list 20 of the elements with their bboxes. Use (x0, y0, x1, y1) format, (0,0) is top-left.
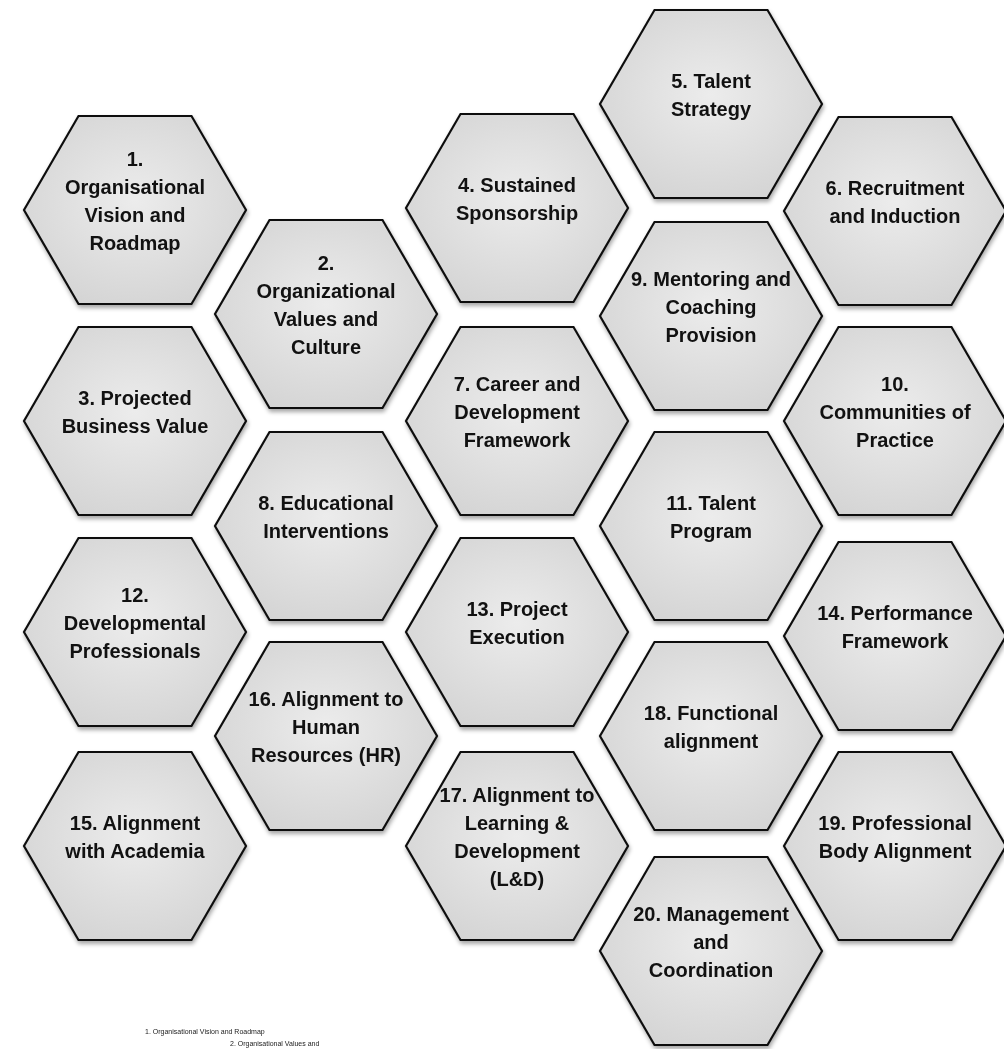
hexagon-label: 7. Career and Development Framework (452, 372, 582, 453)
hexagon-label: 18. Functional alignment (642, 701, 780, 754)
hexagon-label: 17. Alignment to Learning & Development (L&D) (438, 783, 596, 892)
hexagon-label: 15. Alignment with Academia (64, 811, 206, 864)
hexagon-label: 12. Developmental Professionals (62, 583, 208, 664)
hexagon-label: 5. Talent Strategy (670, 69, 752, 122)
hexagon-label: 1. Organisational Vision and Roadmap (64, 147, 206, 256)
hexagon-label: 20. Management and Coordination (632, 902, 790, 983)
hexagon-label: 14. Performance Framework (816, 601, 974, 654)
hexagon-label: 2. Organizational Values and Culture (255, 251, 397, 360)
hexagon-label: 10. Communities of Practice (818, 372, 972, 453)
hexagon-label: 6. Recruitment and Induction (824, 176, 966, 229)
hexagon-label: 11. Talent Program (665, 491, 757, 544)
hexagon-label: 19. Professional Body Alignment (817, 811, 973, 864)
hexagon-label: 3. Projected Business Value (60, 386, 210, 439)
hexagon-label: 8. Educational Interventions (257, 491, 395, 544)
hexagon-label: 13. Project Execution (465, 597, 569, 650)
hexagon-label: 4. Sustained Sponsorship (454, 173, 580, 226)
hexagon-label: 16. Alignment to Human Resources (HR) (247, 687, 405, 768)
hexagon-label: 9. Mentoring and Coaching Provision (631, 267, 791, 348)
